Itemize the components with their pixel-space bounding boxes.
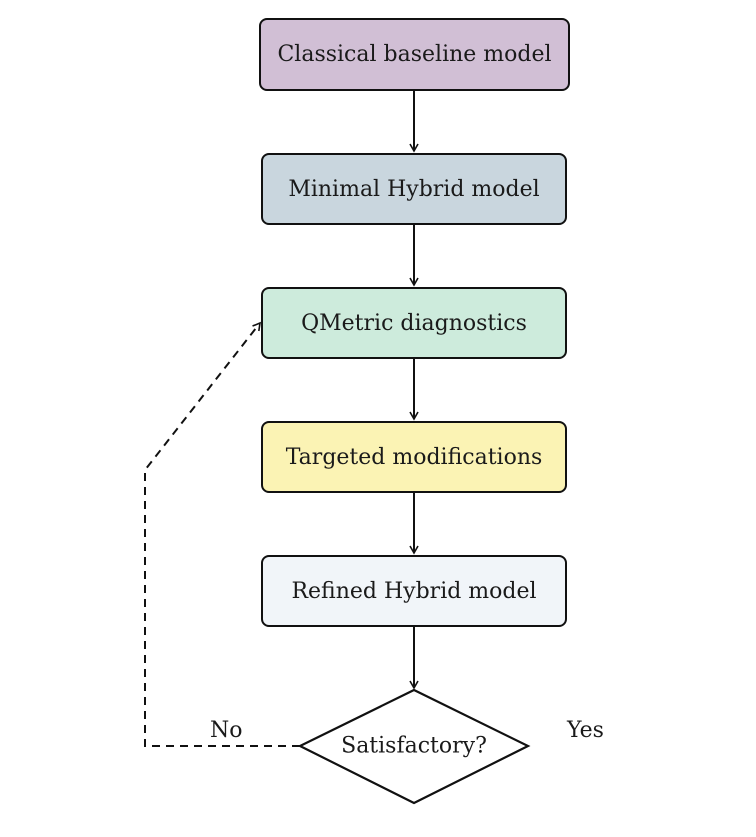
- node-classical-baseline-model: Classical baseline model: [259, 18, 570, 91]
- node-targeted-modifications: Targeted modifications: [261, 421, 567, 493]
- decision-diamond: [297, 688, 531, 805]
- node-minimal-hybrid-model: Minimal Hybrid model: [261, 153, 567, 225]
- node-refined-hybrid-model: Refined Hybrid model: [261, 555, 567, 627]
- branch-label-no: No: [210, 718, 243, 743]
- decision-label: Satisfactory?: [341, 733, 487, 759]
- arrow-no-feedback-loop: [144, 321, 300, 747]
- branch-label-yes: Yes: [567, 718, 604, 743]
- node-qmetric-diagnostics: QMetric diagnostics: [261, 287, 567, 359]
